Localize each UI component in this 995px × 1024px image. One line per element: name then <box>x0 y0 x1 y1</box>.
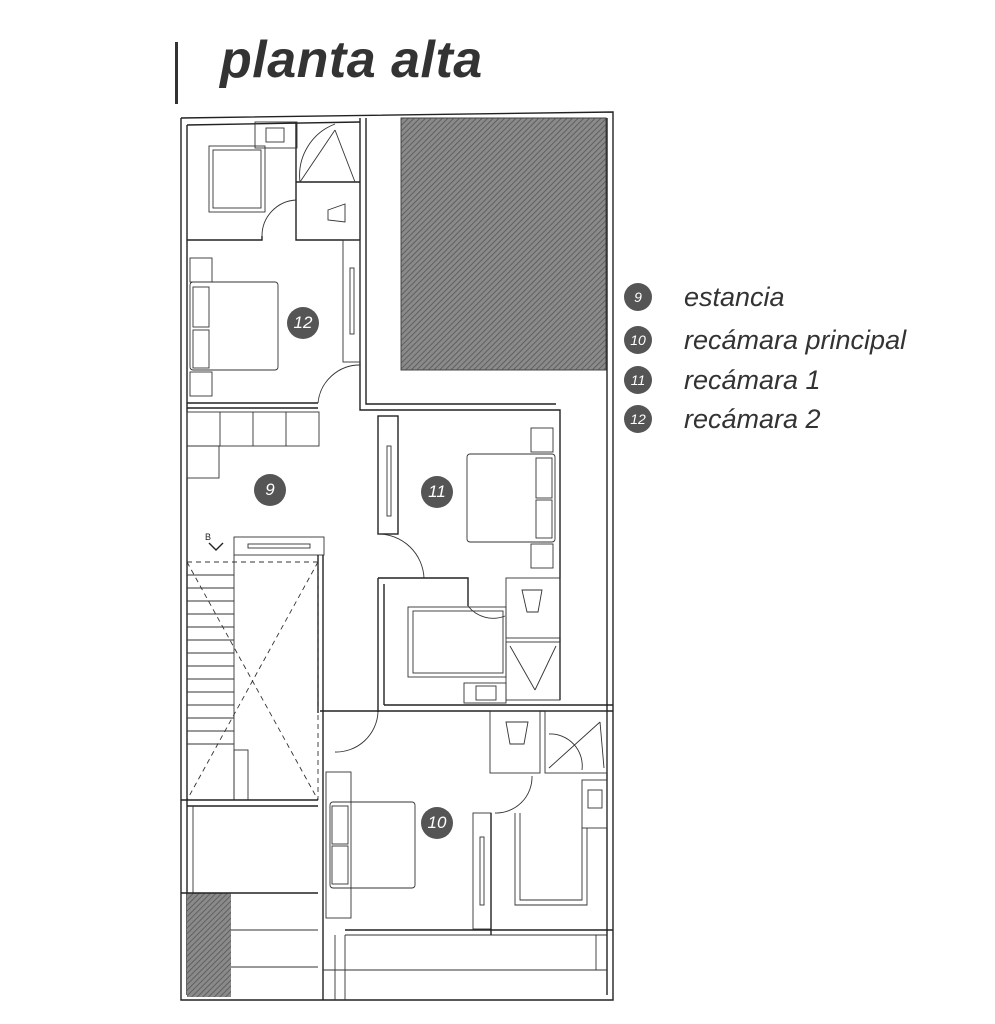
legend-label: recámara 2 <box>684 403 821 434</box>
outer-walls <box>180 111 614 1001</box>
legend-item: 9 estancia <box>624 282 984 312</box>
room-marker-11: 11 <box>421 476 453 508</box>
title-divider <box>175 42 178 104</box>
terrace-hatch <box>400 117 607 371</box>
void-hatch <box>187 893 231 997</box>
legend-label: estancia <box>684 281 785 312</box>
legend-item: 11 recámara 1 <box>624 365 984 395</box>
legend-item: 12 recámara 2 <box>624 404 984 434</box>
room-marker-10: 10 <box>421 807 453 839</box>
legend-badge: 11 <box>624 366 652 394</box>
legend-badge: 9 <box>624 283 652 311</box>
legend-badge: 12 <box>624 405 652 433</box>
room-marker-12: 12 <box>287 307 319 339</box>
interior-walls <box>181 118 613 1000</box>
legend-label: recámara 1 <box>684 364 821 395</box>
stair-treads <box>187 574 234 745</box>
page-title: planta alta <box>220 31 483 89</box>
legend-item: 10 recámara principal <box>624 325 984 355</box>
room-marker-9: 9 <box>254 474 286 506</box>
legend-badge: 10 <box>624 326 652 354</box>
section-mark-label: B <box>205 532 212 542</box>
legend-label: recámara principal <box>684 324 907 355</box>
